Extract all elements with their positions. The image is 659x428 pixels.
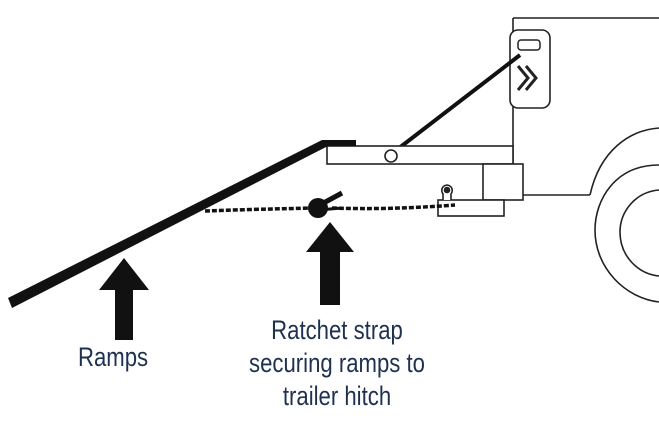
- strap-label-line: securing ramps to: [249, 348, 425, 378]
- tail-light: [509, 29, 551, 109]
- ratchet-strap-label: Ratchet strap securing ramps to trailer …: [222, 314, 452, 413]
- ramp: [8, 140, 356, 308]
- ratchet-strap: [204, 190, 456, 218]
- strap-label-line: Ratchet strap: [271, 315, 403, 345]
- arrow-up-icon: [306, 222, 354, 305]
- truck-wheel: [594, 164, 659, 303]
- ramps-label: Ramps: [78, 342, 149, 372]
- strap-label-line: trailer hitch: [282, 381, 392, 411]
- double-chevron-right-icon: [516, 65, 538, 91]
- arrow-up-icon: [99, 258, 149, 340]
- hitch-receiver: [437, 163, 524, 217]
- support-cable: [388, 53, 522, 157]
- rear-bumper: [326, 145, 514, 165]
